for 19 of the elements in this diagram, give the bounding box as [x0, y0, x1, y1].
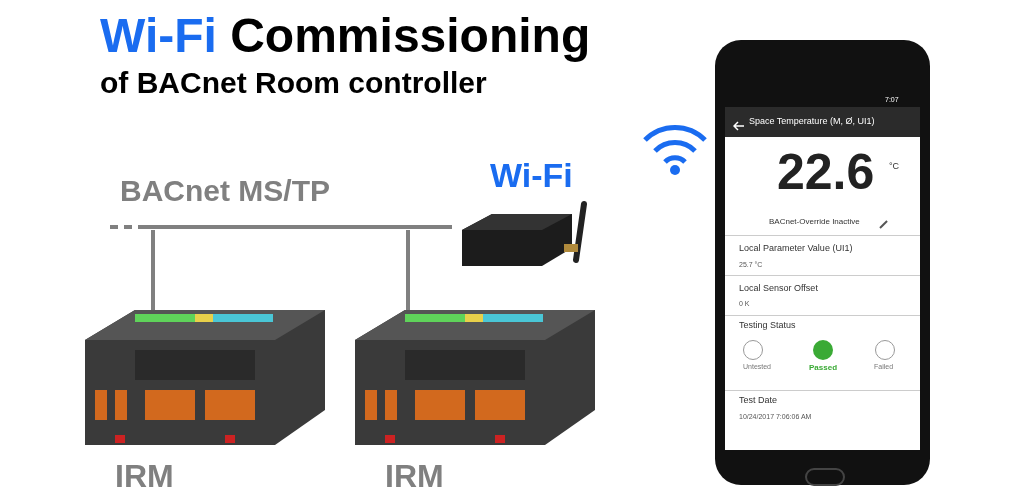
unit-label: °C [889, 161, 900, 171]
subtitle: of BACnet Room controller [100, 66, 487, 100]
field-label: Local Sensor Offset [739, 283, 818, 293]
field-label: Test Date [739, 395, 778, 405]
field-label: Testing Status [739, 320, 796, 330]
status-text: BACnet-Override Inactive [769, 217, 860, 226]
bus-wire [151, 230, 155, 312]
device-label: IRM [115, 458, 174, 495]
bus-wire [406, 230, 410, 312]
smartphone [715, 40, 930, 485]
option-label: Passed [809, 363, 838, 372]
bus-wire [440, 225, 452, 229]
bus-label: BACnet MS/TP [120, 174, 330, 208]
field-label: Local Parameter Value (UI1) [739, 243, 853, 253]
temperature-value: 22.6 [777, 143, 875, 201]
device-label: IRM [385, 458, 444, 495]
screen-title: Space Temperature (M, Ø, UI1) [749, 116, 875, 126]
wifi-label: Wi-Fi [490, 156, 573, 195]
title: Wi-Fi Commissioning [100, 8, 591, 63]
